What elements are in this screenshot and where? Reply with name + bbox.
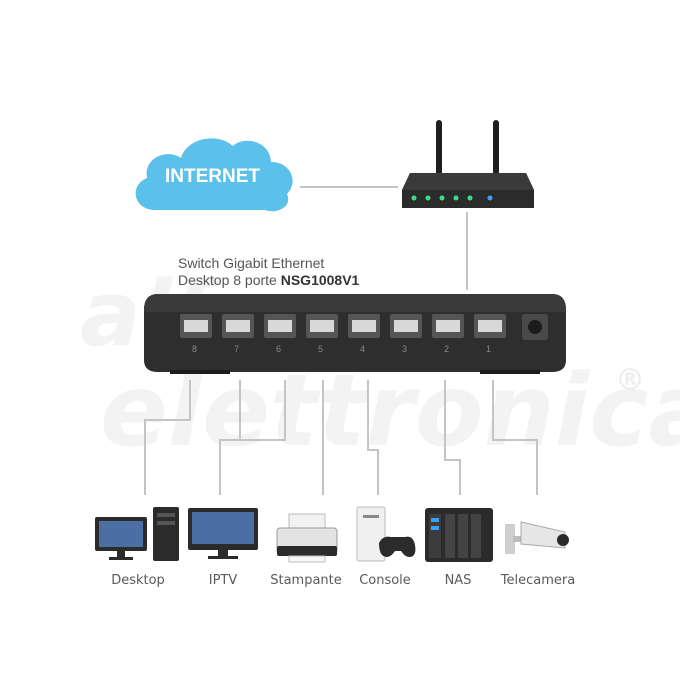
tv-icon xyxy=(188,508,260,560)
ethernet-port-contacts xyxy=(436,320,460,332)
console-icon xyxy=(355,505,417,565)
antenna-left xyxy=(436,120,442,175)
printer-icon xyxy=(275,512,339,564)
device-label-printer: Stampante xyxy=(270,573,342,588)
antenna-right xyxy=(493,120,499,175)
port-number-label: 3 xyxy=(402,344,408,354)
network-switch: 8 7 6 5 4 3 2 1 xyxy=(140,290,570,380)
switch-model: NSG1008V1 xyxy=(280,272,360,288)
ethernet-port-contacts xyxy=(394,320,418,332)
ethernet-port-contacts xyxy=(184,320,208,332)
device-label-desktop: Desktop xyxy=(111,573,165,588)
device-label-iptv: IPTV xyxy=(208,573,238,588)
switch-title-line1: Switch Gigabit Ethernet xyxy=(178,255,325,271)
router xyxy=(398,118,538,213)
ethernet-port-contacts xyxy=(478,320,502,332)
power-jack-icon xyxy=(528,320,542,334)
device-label-console: Console xyxy=(359,573,411,588)
port-number-label: 1 xyxy=(486,344,492,354)
device-label-nas: NAS xyxy=(444,573,472,588)
port-number-label: 4 xyxy=(360,344,366,354)
internet-cloud: INTERNET xyxy=(125,130,300,220)
port-number-label: 6 xyxy=(276,344,282,354)
ethernet-port-contacts xyxy=(310,320,334,332)
switch-title-prefix: Desktop 8 porte xyxy=(178,272,281,288)
svg-text:®: ® xyxy=(615,363,645,398)
port-number-label: 5 xyxy=(318,344,324,354)
port-number-label: 7 xyxy=(234,344,240,354)
ethernet-port-contacts xyxy=(352,320,376,332)
switch-title-line2: Desktop 8 porte NSG1008V1 xyxy=(178,272,359,289)
switch-title: Switch Gigabit Ethernet Desktop 8 porte … xyxy=(178,255,359,289)
port-number-label: 8 xyxy=(192,344,198,354)
ethernet-port-contacts xyxy=(226,320,250,332)
device-label-camera: Telecamera xyxy=(500,573,576,588)
port-number-label: 2 xyxy=(444,344,450,354)
desktop-icon xyxy=(95,505,185,565)
ethernet-port-contacts xyxy=(268,320,292,332)
nas-icon xyxy=(425,508,495,564)
camera-icon xyxy=(505,512,575,564)
internet-label: INTERNET xyxy=(165,166,260,187)
gamepad-icon xyxy=(379,536,416,557)
